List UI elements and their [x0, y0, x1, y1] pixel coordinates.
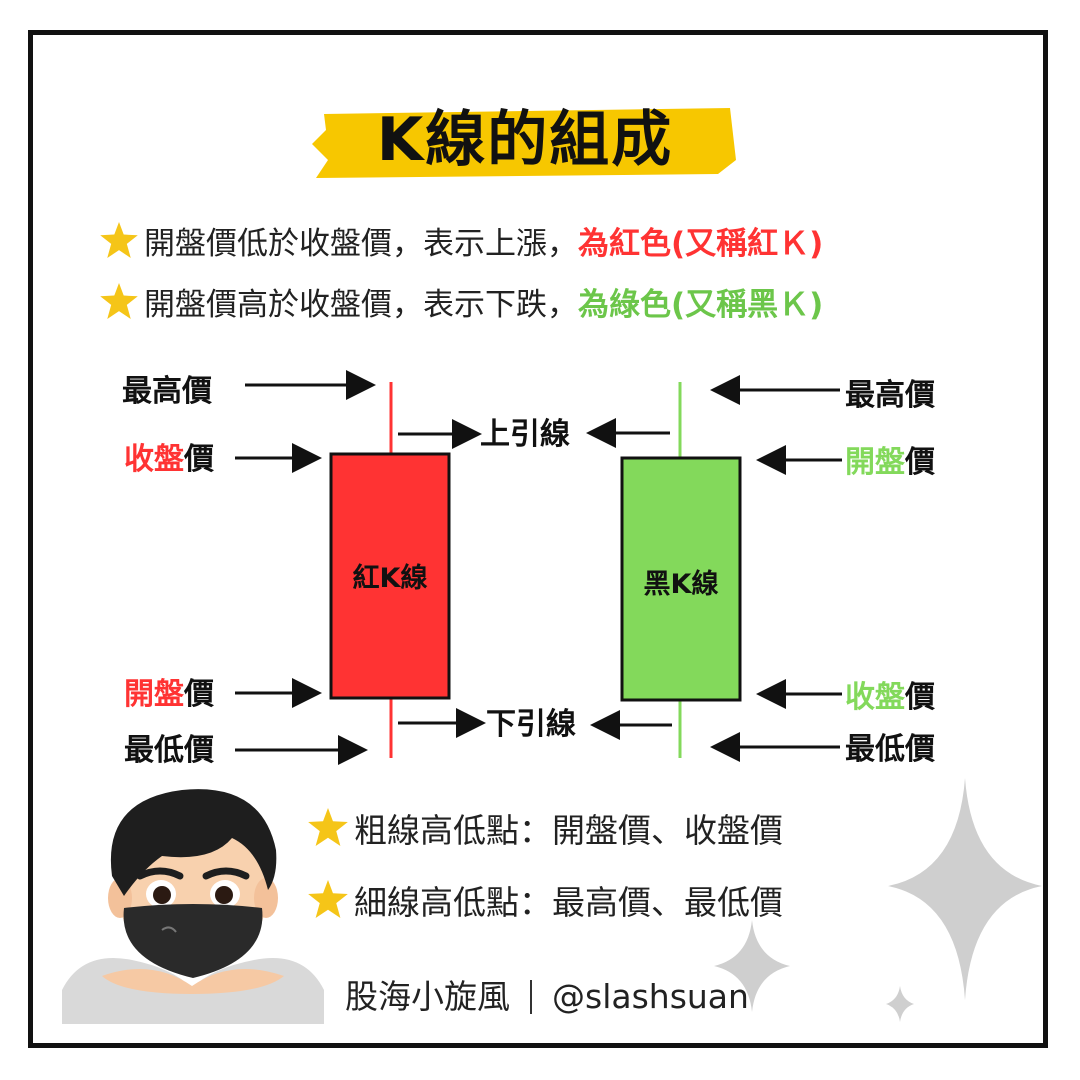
yellow-brush-highlight	[312, 108, 736, 178]
sparkle-icon	[714, 920, 790, 1012]
rule-text: 開盤價低於收盤價，表示上漲，	[144, 226, 578, 262]
page-title: K線的組成	[376, 105, 674, 175]
red-close-label: 收盤價	[124, 442, 214, 478]
green-open-label: 開盤價	[845, 445, 935, 481]
green-open-label-colored: 開盤	[845, 445, 905, 480]
rule-highlight-red: 為紅色(又稱紅Ｋ)	[578, 226, 824, 262]
rule-text: 開盤價高於收盤價，表示下跌，	[144, 287, 578, 323]
red-low-label: 最低價	[124, 733, 214, 768]
note-text: 粗線高低點：開盤價、收盤價	[354, 811, 783, 850]
red-candle-label: 紅K線	[352, 563, 428, 594]
footer-divider	[530, 980, 532, 1014]
red-close-label-suffix: 價	[184, 442, 214, 477]
red-close-label-colored: 收盤	[124, 442, 184, 477]
title-banner: K線的組成	[310, 100, 740, 182]
green-close-label-colored: 收盤	[845, 680, 905, 715]
note-text: 細線高低點：最高價、最低價	[354, 883, 783, 922]
green-high-label: 最高價	[845, 378, 935, 413]
star-icon	[100, 283, 138, 319]
rule-highlight-green: 為綠色(又稱黑Ｋ)	[578, 287, 824, 323]
green-close-label: 收盤價	[845, 680, 935, 716]
author-name: 股海小旋風	[345, 977, 510, 1016]
author-handle: @slashsuan	[552, 977, 749, 1016]
star-icon	[100, 222, 138, 258]
green-close-label-suffix: 價	[905, 680, 935, 715]
red-open-label: 開盤價	[124, 677, 214, 713]
red-high-label: 最高價	[122, 374, 212, 409]
green-candle-label: 黑K線	[643, 569, 719, 600]
note-line: 粗線高低點：開盤價、收盤價	[308, 808, 783, 852]
avatar	[62, 789, 324, 1024]
red-open-label-colored: 開盤	[124, 677, 184, 712]
sparkle-icon	[888, 778, 1042, 1000]
green-open-label-suffix: 價	[905, 445, 935, 480]
poster-frame	[28, 30, 1048, 1048]
star-icon	[308, 880, 348, 918]
lower-shadow-label: 下引線	[486, 707, 576, 742]
green-low-label: 最低價	[845, 732, 935, 767]
rule-line-red: 開盤價低於收盤價，表示上漲，為紅色(又稱紅Ｋ)	[100, 222, 823, 264]
sparkle-icon	[886, 986, 914, 1022]
star-icon	[308, 808, 348, 846]
footer-credit: 股海小旋風 @slashsuan	[345, 975, 749, 1019]
rule-line-green: 開盤價高於收盤價，表示下跌，為綠色(又稱黑Ｋ)	[100, 283, 823, 325]
upper-shadow-label: 上引線	[480, 417, 570, 452]
red-candle-body	[329, 452, 451, 700]
red-open-label-suffix: 價	[184, 677, 214, 712]
green-candle-body	[620, 456, 742, 702]
note-line: 細線高低點：最高價、最低價	[308, 880, 783, 924]
